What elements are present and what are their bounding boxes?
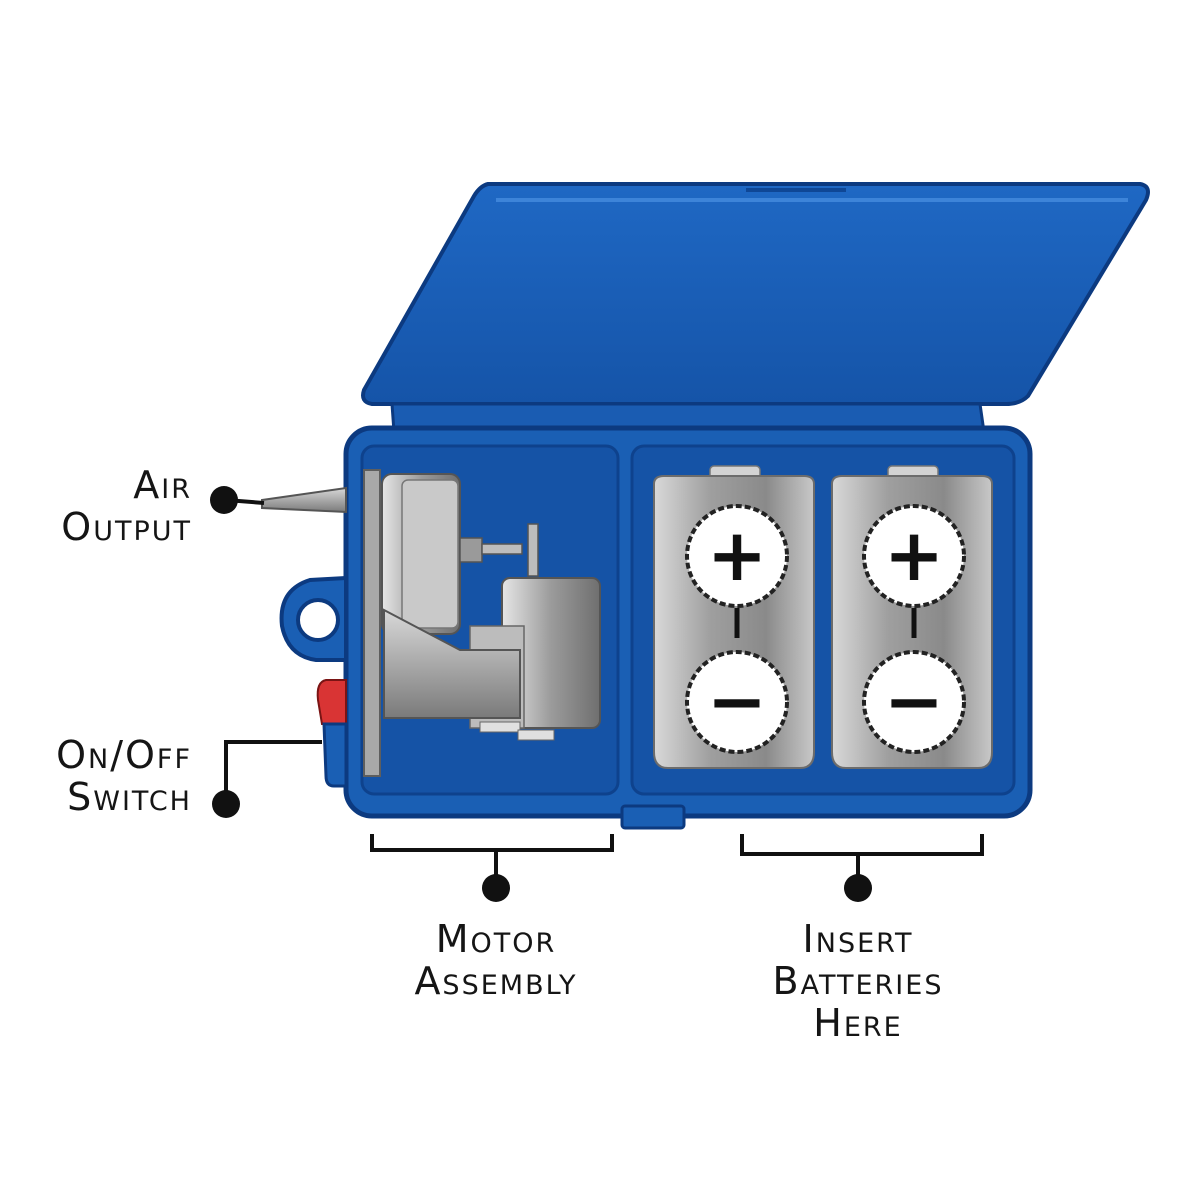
insert-batteries-label: Insert Batteries Here — [728, 918, 988, 1044]
motor-assembly-label: Motor Assembly — [376, 918, 616, 1002]
on-off-dot — [212, 790, 240, 818]
battery-right-positive: + — [884, 513, 944, 597]
motor-assembly-line2: Assembly — [376, 960, 616, 1002]
battery-right-negative: − — [884, 659, 944, 743]
battery-left-negative: − — [707, 659, 767, 743]
motor-assembly-dot — [482, 874, 510, 902]
insert-batteries-line1: Insert — [728, 918, 988, 960]
hanging-loop — [282, 578, 346, 660]
on-off-switch-label: On/Off Switch — [56, 734, 192, 818]
insert-batteries-line3: Here — [728, 1002, 988, 1044]
air-output-nozzle — [262, 488, 346, 512]
lid — [363, 184, 1148, 432]
motor-assembly-line1: Motor — [376, 918, 616, 960]
air-output-line1: Air — [61, 464, 192, 506]
air-output-label: Air Output — [61, 464, 192, 548]
on-off-line1: On/Off — [56, 734, 192, 776]
on-off-line2: Switch — [56, 776, 192, 818]
insert-batteries-line2: Batteries — [728, 960, 988, 1002]
air-output-line2: Output — [61, 506, 192, 548]
on-off-switch — [318, 680, 346, 786]
air-output-dot — [210, 486, 238, 514]
insert-batteries-dot — [844, 874, 872, 902]
battery-left-positive: + — [707, 513, 767, 597]
